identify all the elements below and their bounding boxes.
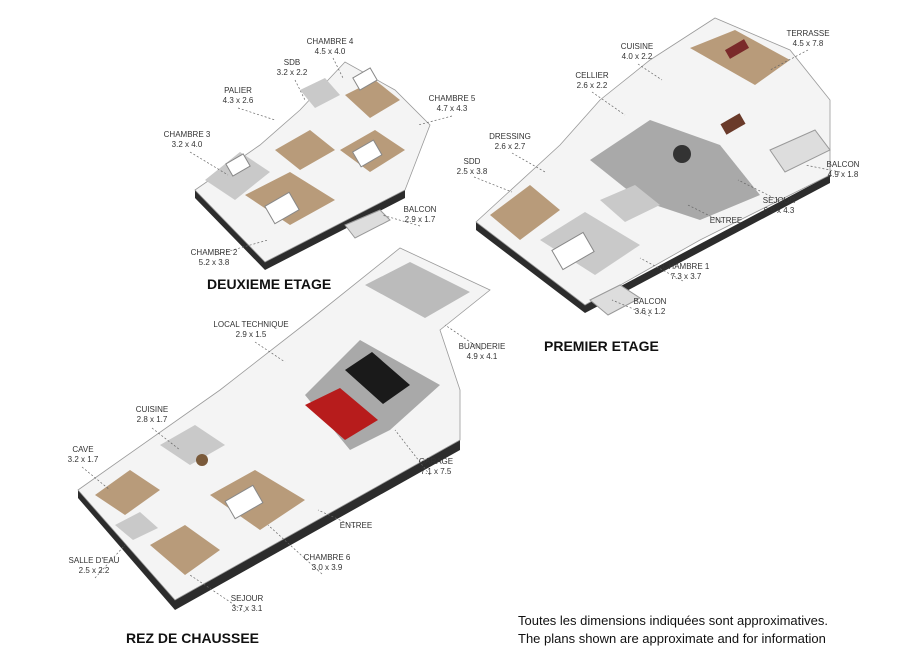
room-name: LOCAL TECHNIQUE	[213, 320, 289, 329]
room-dimensions: 3.2 x 4.0	[171, 140, 203, 149]
room-label-local-technique: LOCAL TECHNIQUE 2.9 x 1.5	[213, 320, 288, 340]
room-name: CHAMBRE 6	[303, 553, 351, 562]
room-name: SEJOUR	[230, 594, 264, 603]
room-name: GARAGE	[418, 457, 454, 466]
room-name: CUISINE	[135, 405, 169, 414]
disclaimer-fr: Toutes les dimensions indiquées sont app…	[518, 613, 829, 628]
room-name: BALCON	[633, 297, 667, 306]
room-label-sdb: SDB 3.2 x 2.2	[277, 58, 308, 78]
room-dimensions: 2.5 x 2.2	[78, 566, 110, 575]
room-dimensions: 4.9 x 1.8	[827, 170, 859, 179]
room-name: BALCON	[403, 205, 437, 214]
room-label-entree-1: ENTREE	[710, 216, 742, 226]
room-label-buanderie: BUANDERIE 4.9 x 4.1	[459, 342, 506, 362]
room-dimensions: 4.3 x 2.6	[222, 96, 254, 105]
ground-floor-plan	[77, 247, 491, 610]
room-dimensions: 3.7 x 3.1	[231, 604, 263, 613]
room-label-palier: PALIER 4.3 x 2.6	[223, 86, 254, 106]
room-dimensions: 2.9 x 1.7	[404, 215, 436, 224]
label-leaders	[81, 49, 841, 613]
room-label-garage: GARAGE 7.1 x 7.5	[419, 457, 453, 477]
room-dimensions: 3.0 x 3.9	[311, 563, 343, 572]
room-label-salle-d-eau: SALLE D'EAU 2.5 x 2.2	[69, 556, 120, 576]
room-dimensions: 4.5 x 7.8	[792, 39, 824, 48]
room-dimensions: 6.9 x 4.3	[763, 206, 795, 215]
room-name: PALIER	[224, 86, 252, 95]
room-dimensions: 2.5 x 3.8	[456, 167, 488, 176]
room-name: CUISINE	[620, 42, 654, 51]
room-dimensions: 2.9 x 1.5	[235, 330, 267, 339]
room-dimensions: 3.2 x 2.2	[276, 68, 308, 77]
room-name: BUANDERIE	[458, 342, 506, 351]
room-label-chambre-2: CHAMBRE 2 5.2 x 3.8	[191, 248, 238, 268]
room-label-entree-0: ENTREE	[340, 521, 372, 531]
room-dimensions: 3.6 x 1.2	[634, 307, 666, 316]
room-label-chambre-5: CHAMBRE 5 4.7 x 4.3	[429, 94, 476, 114]
room-name: BALCON	[826, 160, 860, 169]
room-name: SDD	[463, 157, 481, 166]
room-name: CHAMBRE 4	[306, 37, 354, 46]
room-name: CHAMBRE 5	[428, 94, 476, 103]
room-dimensions: 3.2 x 1.7	[67, 455, 99, 464]
floor-title-second: DEUXIEME ETAGE	[207, 276, 332, 292]
room-label-balcon-1b: BALCON 3.6 x 1.2	[634, 297, 667, 317]
room-dimensions: 4.0 x 2.2	[621, 52, 653, 61]
room-name: ENTREE	[709, 216, 743, 225]
room-label-cellier: CELLIER 2.6 x 2.2	[575, 71, 608, 91]
room-label-chambre-6: CHAMBRE 6 3.0 x 3.9	[304, 553, 351, 573]
disclaimer: Toutes les dimensions indiquées sont app…	[518, 612, 828, 648]
room-label-cuisine-0: CUISINE 2.8 x 1.7	[136, 405, 168, 425]
room-label-chambre-1: CHAMBRE 1 7.3 x 3.7	[663, 262, 710, 282]
second-floor-plan	[194, 61, 431, 270]
room-dimensions: 7.1 x 7.5	[420, 467, 452, 476]
room-name: CHAMBRE 3	[163, 130, 211, 139]
room-label-cave: CAVE 3.2 x 1.7	[68, 445, 99, 465]
floor-title-ground: REZ DE CHAUSSEE	[126, 630, 260, 646]
floor-title-first: PREMIER ETAGE	[544, 338, 659, 354]
room-name: DRESSING	[489, 132, 531, 141]
room-dimensions: 2.8 x 1.7	[136, 415, 168, 424]
room-dimensions: 7.3 x 3.7	[670, 272, 702, 281]
room-name: CHAMBRE 1	[662, 262, 710, 271]
room-name: SDB	[283, 58, 301, 67]
room-dimensions: 4.9 x 4.1	[466, 352, 498, 361]
room-label-sdd: SDD 2.5 x 3.8	[457, 157, 488, 177]
room-dimensions: 2.6 x 2.7	[494, 142, 526, 151]
room-label-balcon-1a: BALCON 4.9 x 1.8	[827, 160, 860, 180]
room-name: CELLIER	[575, 71, 609, 80]
room-label-sejour-1: SEJOUR 6.9 x 4.3	[763, 196, 795, 216]
room-name: CHAMBRE 2	[190, 248, 238, 257]
room-label-chambre-4: CHAMBRE 4 4.5 x 4.0	[307, 37, 354, 57]
room-name: SEJOUR	[762, 196, 796, 205]
room-label-chambre-3: CHAMBRE 3 3.2 x 4.0	[164, 130, 211, 150]
room-label-balcon-2: BALCON 2.9 x 1.7	[404, 205, 437, 225]
room-dimensions: 4.7 x 4.3	[436, 104, 468, 113]
first-floor-plan	[475, 17, 831, 316]
room-name: TERRASSE	[786, 29, 830, 38]
room-name: CAVE	[72, 445, 94, 454]
room-name: SALLE D'EAU	[68, 556, 120, 565]
room-dimensions: 4.5 x 4.0	[314, 47, 346, 56]
disclaimer-en: The plans shown are approximate and for …	[518, 631, 826, 646]
room-dimensions: 2.6 x 2.2	[576, 81, 608, 90]
room-label-cuisine-1: CUISINE 4.0 x 2.2	[621, 42, 653, 62]
room-label-sejour-0: SEJOUR 3.7 x 3.1	[231, 594, 263, 614]
room-label-dressing: DRESSING 2.6 x 2.7	[489, 132, 531, 152]
room-dimensions: 5.2 x 3.8	[198, 258, 230, 267]
room-label-terrasse: TERRASSE 4.5 x 7.8	[786, 29, 829, 49]
room-name: ENTREE	[339, 521, 373, 530]
